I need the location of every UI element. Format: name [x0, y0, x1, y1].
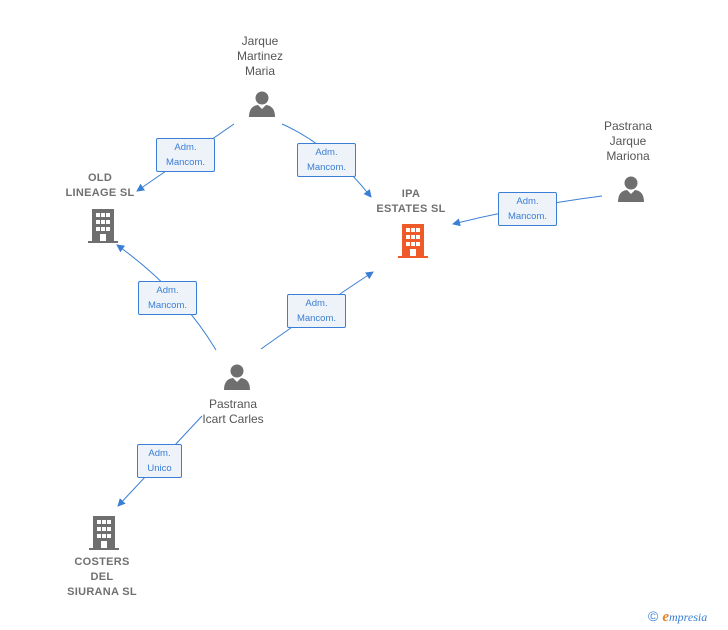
person-label-jarque-martinez: Jarque Martinez Maria [236, 34, 283, 78]
edge-label-role: Adm. [148, 448, 171, 459]
person-icon[interactable] [616, 174, 646, 204]
empresia-logo[interactable]: ©empresia [648, 608, 707, 626]
company-label-old-lineage: OLD LINEAGE SL [65, 172, 135, 199]
company-label-costers: COSTERS DEL SIURANA SL [67, 556, 137, 598]
edge-label-carles-old-lineage[interactable]: Adm. Mancom. [138, 281, 197, 315]
brand-initial: e [662, 609, 669, 625]
edge-label-role: Adm. [516, 196, 539, 207]
person-label-pastrana-icart: Pastrana Icart Carles [202, 397, 264, 426]
edge-label-type: Unico [147, 463, 172, 474]
person-label-pastrana-jarque: Pastrana Jarque Mariona [603, 119, 653, 163]
edge-label-type: Mancom. [507, 211, 548, 222]
edge-label-role: Adm. [305, 298, 328, 309]
edge-label-mariona-ipa[interactable]: Adm. Mancom. [498, 192, 557, 226]
edge-label-type: Mancom. [296, 313, 337, 324]
edge-label-role: Adm. [174, 142, 197, 153]
building-icon[interactable] [88, 209, 118, 243]
edge-label-type: Mancom. [306, 162, 347, 173]
edge-label-carles-costers[interactable]: Adm. Unico [137, 444, 182, 478]
edge-label-role: Adm. [156, 285, 179, 296]
edge-label-jarque-ipa[interactable]: Adm. Mancom. [297, 143, 356, 177]
copyright-symbol: © [648, 608, 659, 624]
edge-label-jarque-old-lineage[interactable]: Adm. Mancom. [156, 138, 215, 172]
person-icon[interactable] [222, 362, 252, 392]
edge-label-type: Mancom. [165, 157, 206, 168]
building-icon-highlighted[interactable] [398, 224, 428, 258]
person-icon[interactable] [247, 89, 277, 119]
building-icon[interactable] [89, 516, 119, 550]
company-label-ipa-estates: IPA ESTATES SL [376, 188, 446, 215]
edge-label-carles-ipa[interactable]: Adm. Mancom. [287, 294, 346, 328]
edge-label-type: Mancom. [147, 300, 188, 311]
edge-label-role: Adm. [315, 147, 338, 158]
brand-name: mpresia [669, 610, 708, 624]
